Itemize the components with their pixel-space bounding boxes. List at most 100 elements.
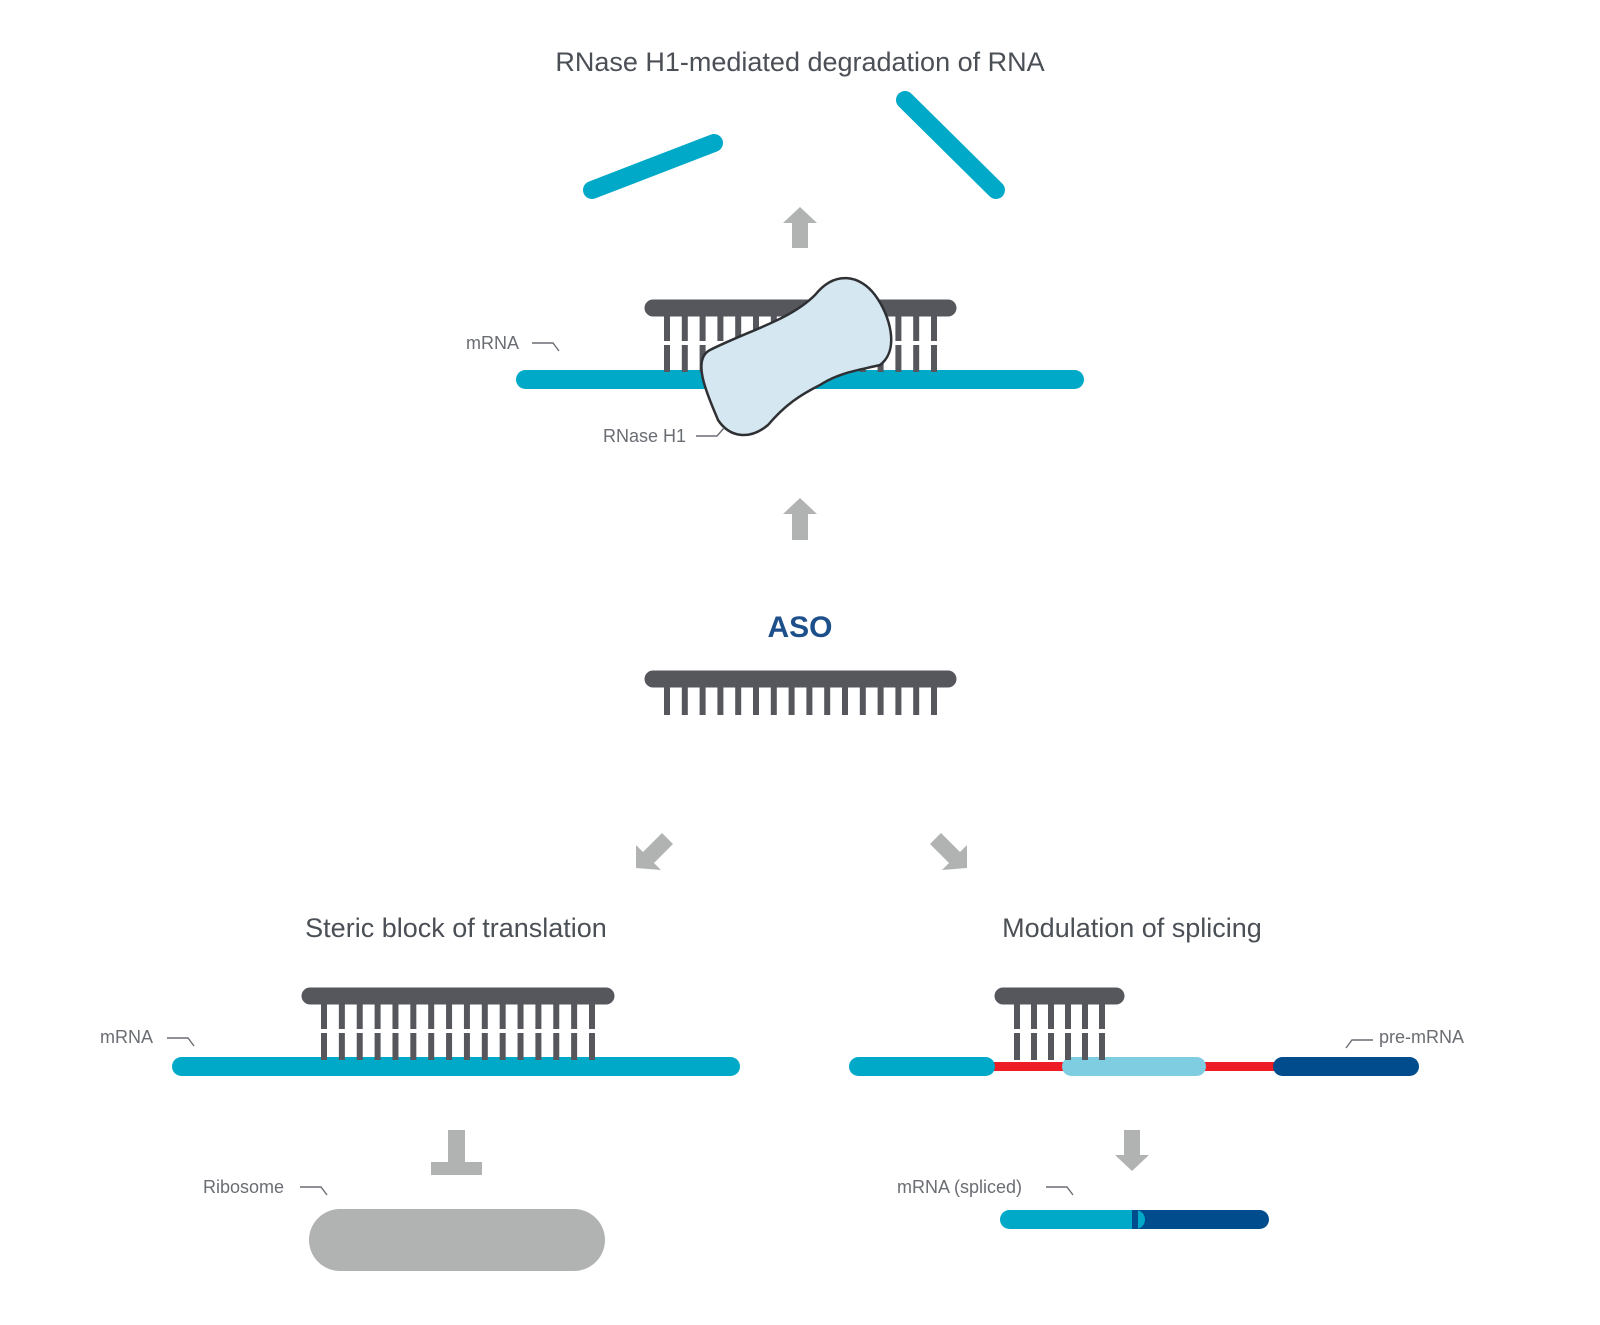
rna-base	[321, 1033, 327, 1060]
aso-base	[681, 687, 688, 715]
title-rnase-degradation: RNase H1-mediated degradation of RNA	[555, 47, 1044, 77]
rna-base	[356, 1033, 363, 1060]
rna-base	[1031, 1033, 1037, 1060]
aso-base	[428, 1004, 435, 1029]
aso-base	[931, 316, 937, 341]
title-modulation-splicing: Modulation of splicing	[1002, 913, 1262, 943]
label-pre-mrna: pre-mRNA	[1379, 1027, 1464, 1047]
aso-base	[824, 687, 831, 715]
splicing-complex	[849, 987, 1419, 1076]
aso-base	[321, 1004, 327, 1029]
aso-base	[895, 316, 902, 341]
rna-base	[463, 1033, 470, 1060]
rna-base	[1065, 1033, 1071, 1060]
aso-base	[571, 1004, 578, 1029]
rna-base	[571, 1033, 578, 1060]
aso-base	[589, 1004, 595, 1029]
ribosome	[309, 1209, 605, 1271]
aso-base	[717, 687, 724, 715]
aso-base	[717, 316, 724, 341]
rna-base	[589, 1033, 595, 1060]
rna-base	[446, 1033, 453, 1060]
rna-fragment-left	[583, 134, 723, 199]
rna-base	[517, 1033, 524, 1060]
rnase-h1-complex	[516, 276, 1084, 437]
mrna-strand-left	[172, 1057, 740, 1076]
leader-rnase-h1	[696, 427, 725, 437]
aso-base	[664, 687, 670, 715]
steric-block-complex	[172, 987, 740, 1076]
title-aso: ASO	[767, 611, 832, 644]
aso-base	[664, 316, 670, 341]
rna-base	[481, 1033, 488, 1060]
title-steric-block: Steric block of translation	[305, 913, 607, 943]
aso-base	[1031, 1004, 1037, 1029]
aso-base	[499, 1004, 506, 1029]
aso-base	[338, 1004, 345, 1029]
aso-base	[859, 687, 866, 715]
aso-base	[753, 687, 759, 715]
aso-base	[913, 687, 920, 715]
rna-base	[374, 1033, 381, 1060]
rna-base	[895, 345, 902, 372]
aso-base	[356, 1004, 363, 1029]
rna-base	[931, 345, 937, 372]
exon-3	[1273, 1057, 1419, 1076]
arrow-to-steric-block	[636, 833, 673, 870]
rnase-h1-protein	[700, 276, 893, 437]
aso-base	[806, 687, 813, 715]
leader-mrna-left	[167, 1037, 195, 1047]
intron-1	[985, 1062, 1065, 1071]
degraded-rna-fragments	[583, 91, 1005, 199]
rna-fragment-right	[896, 91, 1005, 199]
aso-duplex-left	[301, 987, 615, 1060]
rna-base	[664, 345, 670, 372]
arrow-down-spliced	[1115, 1130, 1149, 1171]
aso-base	[842, 687, 848, 715]
aso-base	[770, 687, 777, 715]
rna-base	[553, 1033, 560, 1060]
aso-base	[1014, 1004, 1020, 1029]
rna-base	[338, 1033, 345, 1060]
aso-base	[374, 1004, 381, 1029]
spliced-mrna	[1000, 1210, 1269, 1229]
spliced-exon-light	[1000, 1210, 1145, 1229]
rna-base	[499, 1033, 506, 1060]
aso-base	[895, 687, 902, 715]
aso-base	[788, 687, 795, 715]
arrow-up-from-aso	[783, 498, 817, 540]
exon-1	[849, 1057, 995, 1076]
leader-mrna-top	[532, 342, 560, 352]
aso-duplex-right	[994, 987, 1125, 1060]
aso-base	[913, 316, 920, 341]
aso-base	[1065, 1004, 1071, 1029]
label-mrna-top: mRNA	[466, 333, 519, 353]
spliced-junction	[1132, 1210, 1138, 1229]
rna-base	[428, 1033, 435, 1060]
rna-base	[1014, 1033, 1020, 1060]
aso-base	[446, 1004, 453, 1029]
arrow-to-splicing	[930, 833, 967, 870]
label-mrna-left: mRNA	[100, 1027, 153, 1047]
rna-base	[392, 1033, 399, 1060]
aso-base	[699, 687, 706, 715]
aso-base	[517, 1004, 524, 1029]
aso-base	[681, 316, 688, 341]
intron-2	[1200, 1062, 1280, 1071]
spliced-exon-dark	[1125, 1210, 1269, 1229]
rna-base	[1099, 1033, 1105, 1060]
aso-base	[931, 687, 937, 715]
label-ribosome: Ribosome	[203, 1177, 284, 1197]
rna-base	[1048, 1033, 1054, 1060]
aso-base	[535, 1004, 542, 1029]
label-mrna-spliced: mRNA (spliced)	[897, 1177, 1022, 1197]
rna-base	[410, 1033, 417, 1060]
aso-base	[553, 1004, 560, 1029]
block-symbol	[431, 1130, 482, 1175]
aso-base	[699, 316, 706, 341]
aso-base	[1099, 1004, 1105, 1029]
aso-base	[877, 687, 884, 715]
aso-base	[481, 1004, 488, 1029]
arrow-up-to-degradation	[783, 207, 817, 248]
